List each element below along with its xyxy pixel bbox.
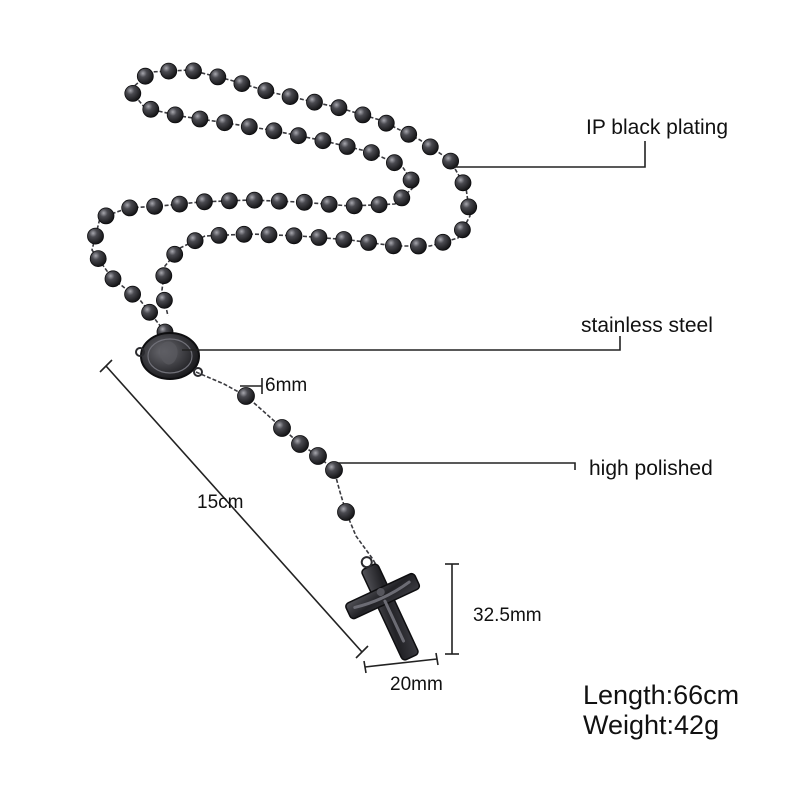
- bead: [273, 419, 291, 437]
- material-leader: [182, 336, 621, 351]
- bead: [142, 100, 160, 118]
- bead: [330, 99, 348, 117]
- bead: [87, 227, 104, 245]
- bead: [460, 198, 478, 216]
- bead: [166, 106, 184, 124]
- bead: [400, 125, 418, 143]
- bead: [337, 503, 355, 521]
- plating-leader: [455, 141, 646, 168]
- bead: [155, 267, 173, 285]
- bead-size-label: 6mm: [265, 375, 308, 396]
- finish-leader: [338, 462, 576, 470]
- bead: [260, 226, 278, 244]
- bead: [237, 387, 255, 405]
- bead: [104, 270, 122, 288]
- chain-segment: [195, 371, 385, 579]
- bead: [186, 232, 204, 250]
- bead: [257, 82, 275, 100]
- bead: [377, 114, 395, 132]
- bead: [97, 207, 115, 225]
- bead: [309, 447, 327, 465]
- drop-length-label: 15cm: [197, 492, 244, 513]
- bead: [314, 132, 332, 150]
- crucifix-pendant: [345, 556, 421, 661]
- bead: [141, 303, 159, 321]
- bead: [362, 144, 380, 162]
- bead: [160, 62, 178, 80]
- bead: [171, 195, 188, 213]
- miraculous-medal: [135, 332, 203, 380]
- bead: [306, 93, 323, 111]
- bead: [240, 118, 258, 136]
- cross-height-label: 32.5mm: [473, 605, 542, 626]
- length-spec: Length:66cm: [583, 680, 740, 710]
- bead: [210, 226, 228, 244]
- bead: [421, 138, 439, 156]
- bead: [453, 221, 471, 239]
- bead: [166, 245, 184, 263]
- bead: [338, 138, 356, 155]
- bead: [155, 291, 173, 309]
- bead: [295, 193, 313, 211]
- bead: [270, 192, 288, 210]
- bead: [121, 199, 139, 217]
- dimension-lines: [99, 359, 459, 674]
- bead: [209, 68, 227, 86]
- bead: [310, 229, 328, 246]
- beads: [87, 62, 478, 521]
- bead: [320, 195, 338, 213]
- bead: [402, 171, 420, 189]
- drop-length-dim: [105, 365, 363, 653]
- material-label: stainless steel: [581, 314, 713, 337]
- bead: [124, 85, 142, 102]
- bead: [442, 152, 460, 170]
- bead: [354, 106, 372, 124]
- bead: [146, 197, 164, 215]
- cross-width-dim: [364, 658, 438, 668]
- bead: [136, 67, 154, 85]
- bead: [393, 189, 411, 207]
- chain: [91, 69, 471, 579]
- bead: [454, 174, 472, 192]
- cross-width-label: 20mm: [390, 674, 443, 695]
- bead: [291, 435, 309, 453]
- bead: [289, 127, 307, 145]
- bead: [265, 122, 283, 140]
- bead: [370, 196, 388, 214]
- bead: [384, 237, 402, 255]
- bead: [124, 285, 142, 303]
- bead: [325, 461, 343, 479]
- plating-label: IP black plating: [586, 116, 729, 139]
- bead: [409, 237, 427, 255]
- bead: [89, 250, 107, 268]
- weight-spec: Weight:42g: [583, 710, 720, 740]
- bead: [360, 234, 378, 251]
- bead: [191, 110, 209, 128]
- finish-label: high polished: [589, 457, 713, 480]
- bead: [434, 233, 452, 251]
- bead: [245, 191, 263, 209]
- bead: [185, 62, 202, 80]
- bead: [216, 114, 234, 132]
- bead: [345, 197, 363, 215]
- bead: [233, 75, 251, 92]
- callout-leader-lines: [182, 141, 646, 470]
- bead: [385, 154, 403, 172]
- bead: [220, 192, 238, 210]
- bead: [281, 88, 299, 105]
- bead: [335, 231, 353, 248]
- bead: [285, 227, 303, 245]
- bead: [195, 193, 213, 211]
- bead: [235, 225, 253, 243]
